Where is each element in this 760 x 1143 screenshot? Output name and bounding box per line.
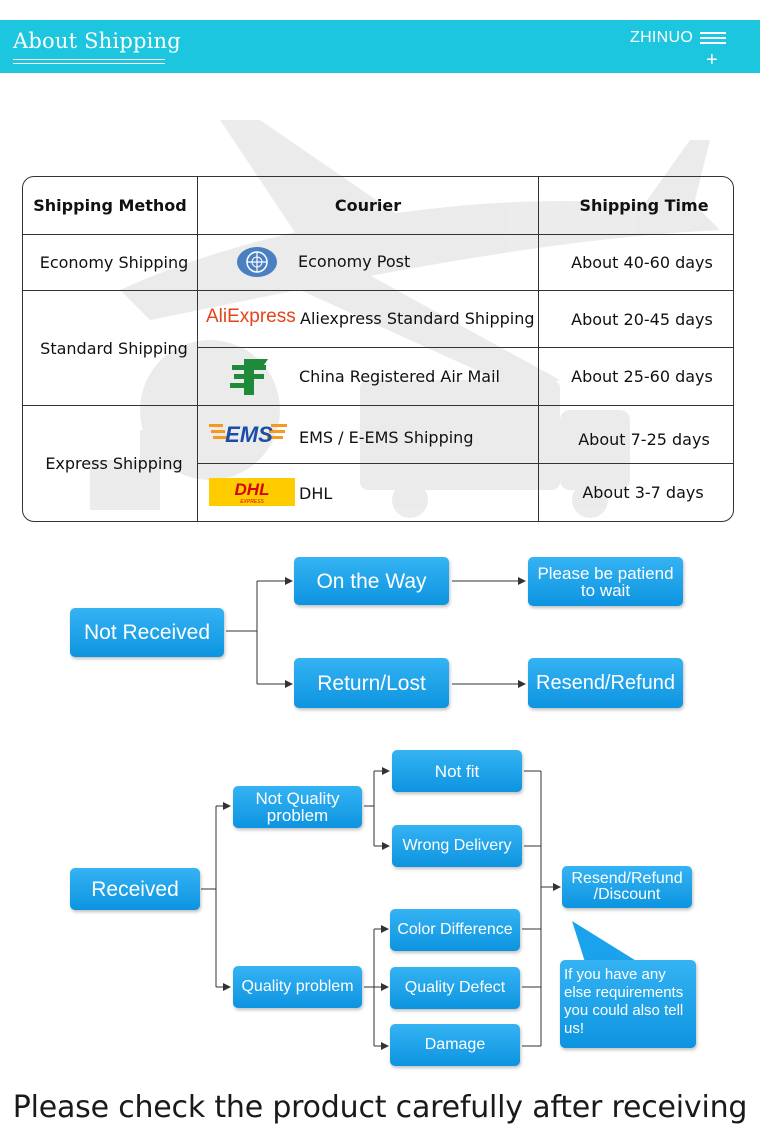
ems-logo: EMS <box>209 422 287 447</box>
china-post-icon <box>230 359 268 395</box>
plus-icon[interactable]: + <box>706 49 718 71</box>
method-standard: Standard Shipping <box>40 338 188 358</box>
note-line2: else requirements <box>564 984 684 1001</box>
on-the-way-box: On the Way <box>294 557 449 605</box>
header-shipping-method: Shipping Method <box>33 196 187 215</box>
header-courier: Courier <box>334 196 402 215</box>
result-line2: /Discount <box>593 886 661 903</box>
quality-problem-box: Quality problem <box>233 966 362 1008</box>
damage-box: Damage <box>390 1024 520 1066</box>
table-divider <box>538 177 539 521</box>
time-dhl: About 3-7 days <box>582 482 704 502</box>
table-divider <box>23 234 733 235</box>
courier-china-air-mail: China Registered Air Mail <box>299 366 500 386</box>
title-underline-2 <box>13 63 165 64</box>
please-wait-line2: to wait <box>580 580 631 600</box>
resend-refund-discount-box: Resend/Refund /Discount <box>562 866 692 908</box>
time-china-air-mail: About 25-60 days <box>571 367 713 386</box>
note-line1: If you have any <box>564 966 666 983</box>
brand-name[interactable]: ZHINUO <box>630 29 694 46</box>
not-fit-box: Not fit <box>392 750 522 792</box>
shipping-table: Shipping Method Courier Shipping Time Ec… <box>22 176 734 522</box>
courier-economy-post: Economy Post <box>298 251 411 271</box>
courier-dhl: DHL <box>299 483 333 503</box>
resend-refund-box: Resend/Refund <box>528 658 683 708</box>
aliexpress-logo: AliExpress <box>206 306 296 327</box>
not-received-box: Not Received <box>70 608 224 657</box>
not-quality-line2: problem <box>266 806 329 825</box>
header-shipping-time: Shipping Time <box>579 196 709 215</box>
method-economy: Economy Shipping <box>39 253 189 272</box>
note-bubble: If you have any else requirements you co… <box>560 960 696 1048</box>
note-line3: you could also tell <box>564 1002 684 1019</box>
quality-defect-box: Quality Defect <box>390 967 520 1009</box>
result-line1: Resend/Refund <box>571 870 683 887</box>
header-bar: About Shipping ZHINUO + <box>0 20 760 73</box>
footer-notice: Please check the product carefully after… <box>12 1090 748 1125</box>
not-quality-problem-box: Not Quality problem <box>233 786 362 828</box>
dhl-logo: DHL EXPRESS <box>209 478 295 506</box>
return-lost-box: Return/Lost <box>294 658 449 708</box>
time-ems: About 7-25 days <box>578 429 710 449</box>
not-quality-line1: Not Quality <box>255 789 340 808</box>
courier-aliexpress-standard: Aliexpress Standard Shipping <box>300 308 535 328</box>
courier-ems: EMS / E-EMS Shipping <box>299 427 474 447</box>
table-divider <box>23 290 733 291</box>
time-aliexpress-standard: About 20-45 days <box>571 309 713 329</box>
note-line4: us! <box>564 1020 585 1037</box>
table-divider <box>197 177 198 521</box>
hamburger-icon[interactable] <box>700 32 726 46</box>
table-divider <box>197 347 733 348</box>
table-divider <box>23 405 733 406</box>
method-express: Express Shipping <box>45 454 183 473</box>
title-underline <box>13 59 165 60</box>
svg-text:EMS: EMS <box>225 422 273 447</box>
svg-text:EXPRESS: EXPRESS <box>240 499 264 505</box>
wrong-delivery-box: Wrong Delivery <box>392 825 522 867</box>
time-economy-post: About 40-60 days <box>571 253 713 272</box>
please-wait-line1: Please be patiend <box>537 563 674 583</box>
table-divider <box>197 463 733 464</box>
please-wait-box: Please be patiend to wait <box>528 557 683 606</box>
un-emblem-icon <box>237 247 277 277</box>
received-box: Received <box>70 868 200 910</box>
page-title: About Shipping <box>13 29 181 53</box>
color-difference-box: Color Difference <box>390 909 520 951</box>
svg-text:DHL: DHL <box>235 480 270 499</box>
